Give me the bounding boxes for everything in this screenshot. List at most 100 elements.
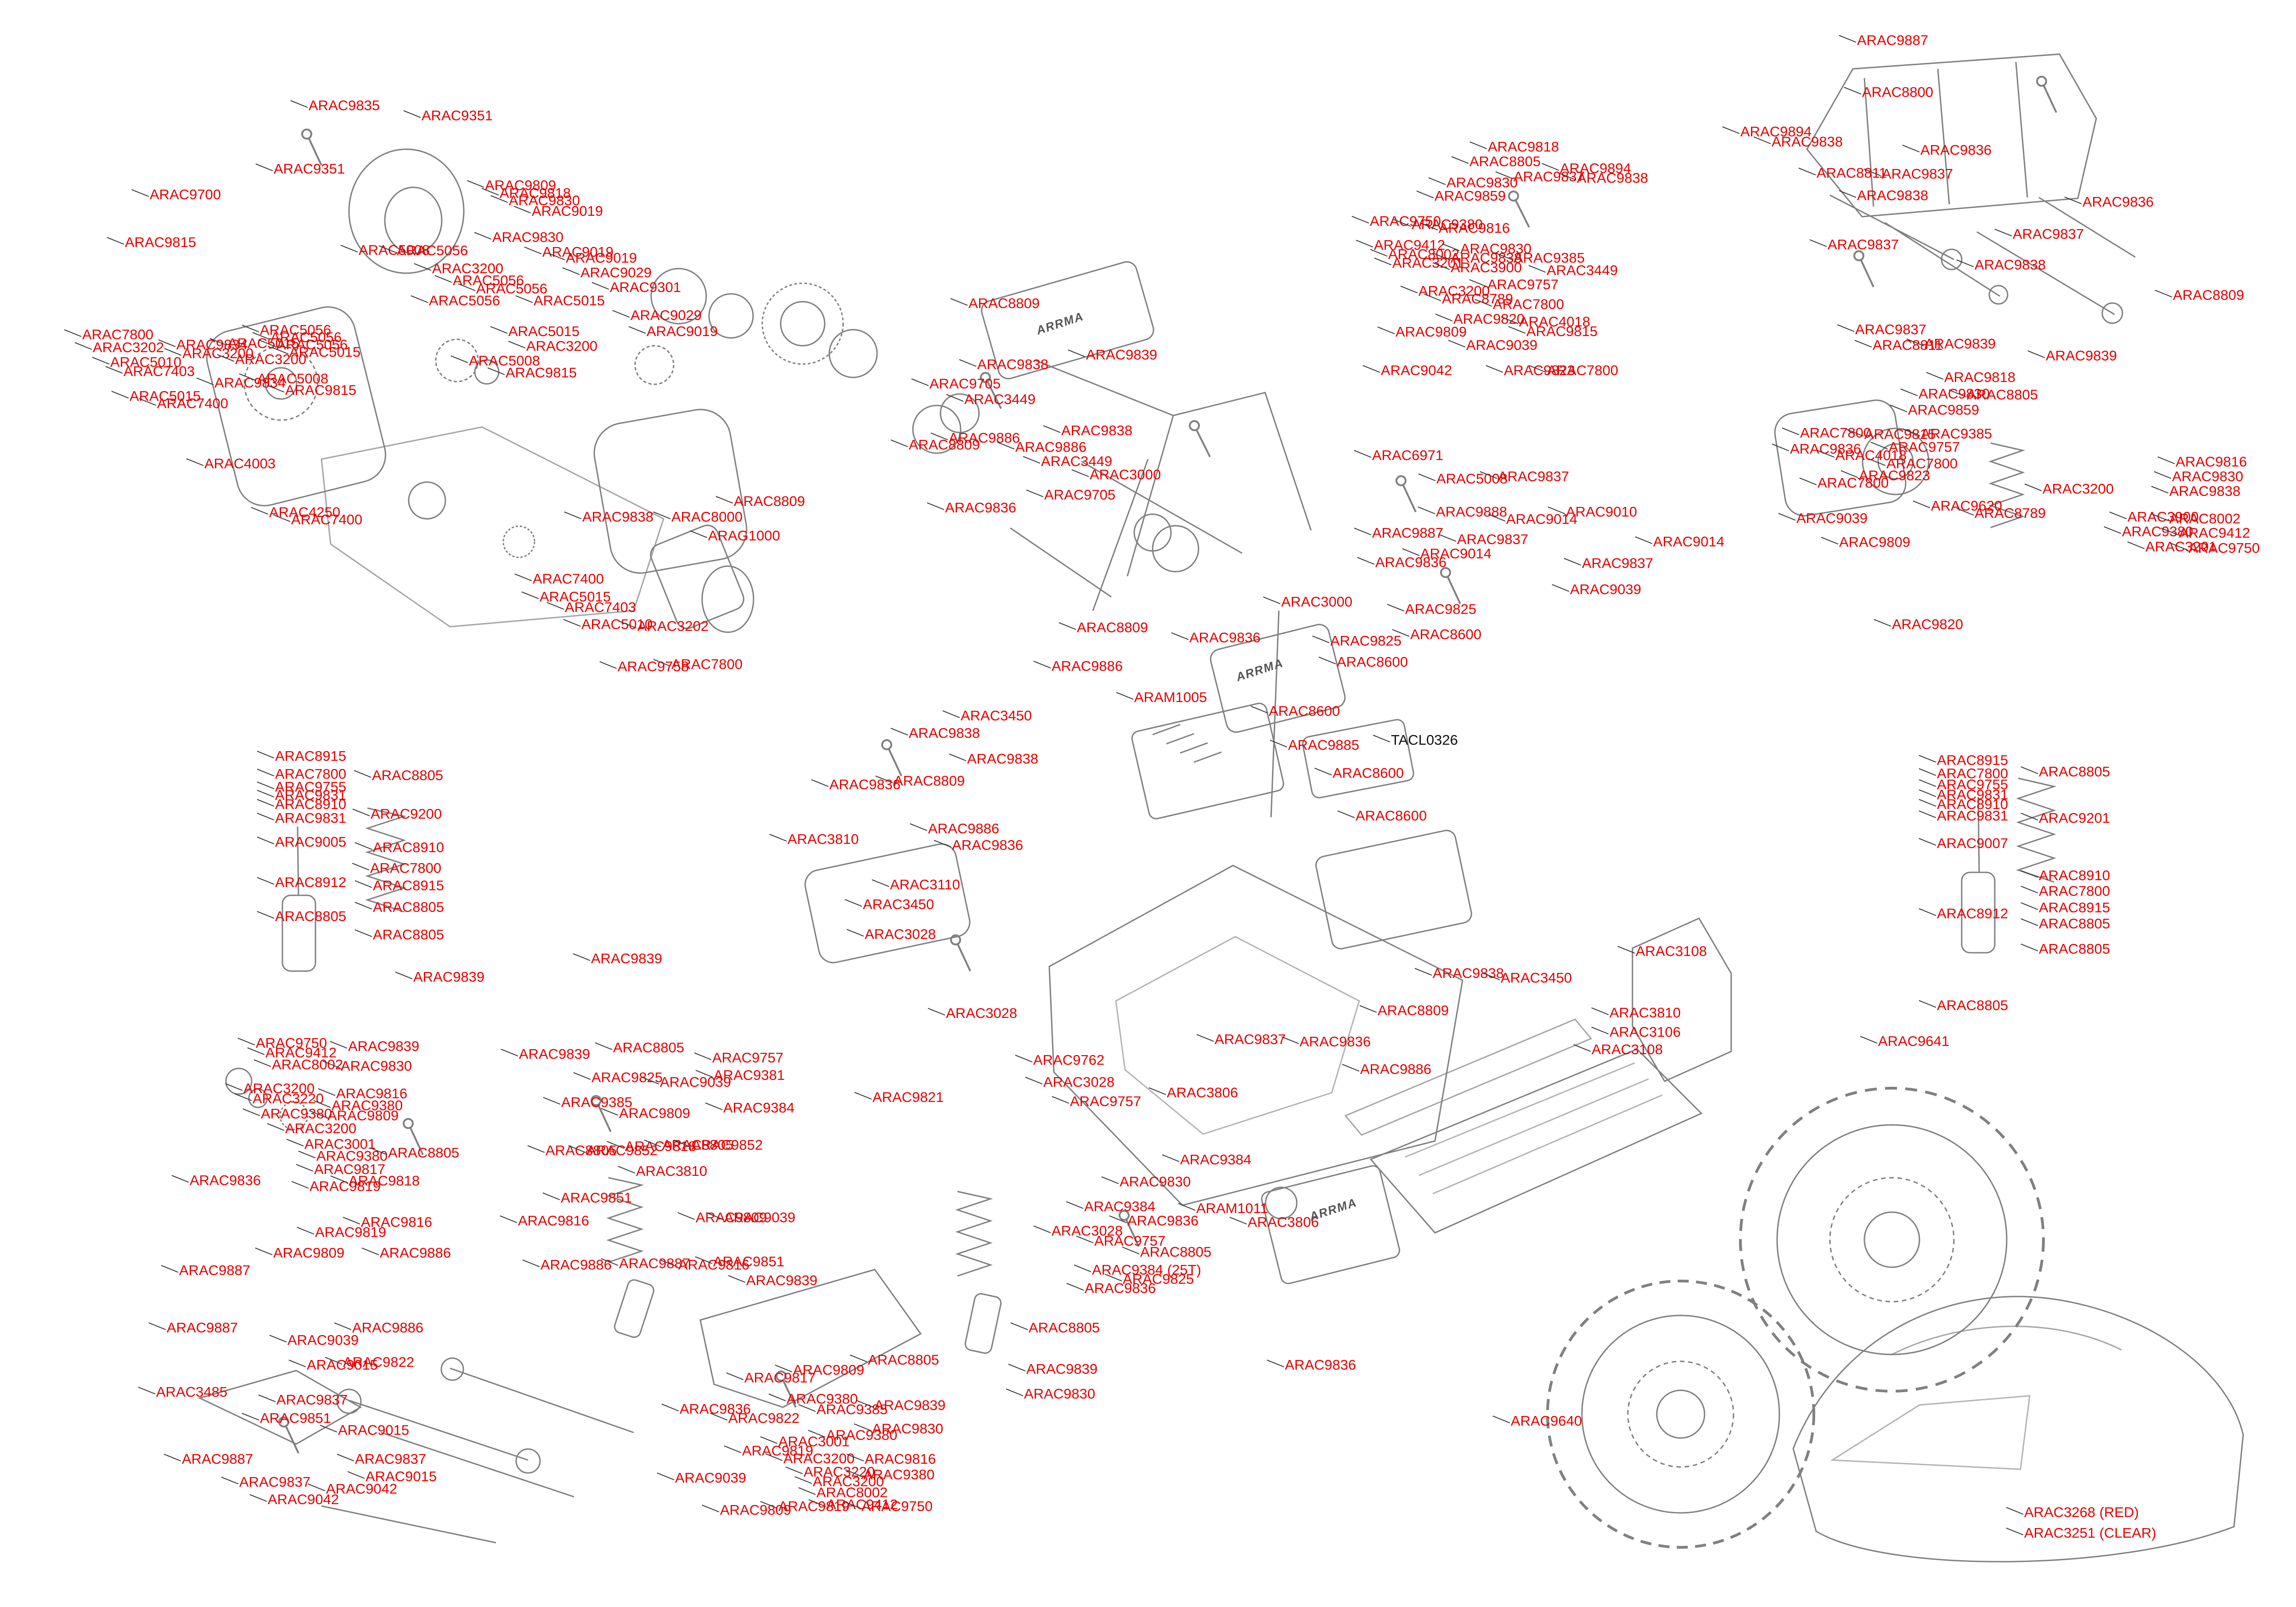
part-label: ARAC9750 (2189, 540, 2260, 556)
part-label: ARAC9886 (928, 820, 1000, 837)
part-label: ARAC3449 (1547, 262, 1618, 278)
part-label: ARAC3450 (961, 708, 1032, 724)
part-label: ARAC3106 (1609, 1024, 1681, 1040)
part-label: ARAC9836 (680, 1401, 751, 1417)
part-label: ARAC8805 (2039, 916, 2110, 932)
part-label: ARAC9757 (1070, 1093, 1142, 1109)
sketch-right-spring (2016, 777, 2057, 883)
part-label: ARAC9838 (1433, 965, 1504, 981)
part-label: ARAC9837 (1457, 531, 1529, 547)
part-label: ARAC9818 (1944, 369, 2016, 385)
part-label: ARAC8915 (2039, 899, 2110, 916)
sketch-gearbox-half-left (206, 306, 387, 506)
part-label: ARAC9837 (1828, 236, 1899, 253)
sketch-tire-rear (1739, 1087, 2045, 1393)
part-label: ARAC3450 (1501, 970, 1572, 986)
part-label: ARAC9830 (341, 1058, 412, 1074)
sketch-esc (1131, 702, 1284, 820)
part-label: ARAG1000 (708, 528, 780, 544)
part-label: ARAC3220 (253, 1090, 324, 1107)
part-label: ARAC8805 (372, 767, 444, 783)
part-label: ARAC9039 (724, 1209, 796, 1225)
sketch-bumper (197, 1370, 362, 1445)
part-label: ARAC9821 (872, 1089, 944, 1105)
sketch-top-plate (981, 261, 1154, 380)
sketch-shock-bl (606, 1177, 644, 1263)
part-label: ARAC9838 (582, 509, 654, 525)
part-label: ARAC9820 (1892, 616, 1964, 632)
part-label: ARAC8809 (968, 295, 1040, 311)
part-label: ARAC9836 (1375, 554, 1447, 570)
part-label: ARAC3449 (964, 391, 1036, 407)
part-label: ARAC9005 (275, 834, 347, 850)
part-label: ARAC9839 (746, 1272, 818, 1288)
sketch-tire-front (1546, 1280, 1815, 1549)
part-label: ARAC9836 (1127, 1213, 1199, 1229)
part-label: ARAC9836 (1285, 1357, 1356, 1373)
part-label: ARAC9380 (826, 1427, 898, 1443)
part-label: ARAC8809 (1077, 619, 1148, 635)
part-label: ARAC9201 (2039, 810, 2110, 826)
part-label: ARAC3202 (93, 339, 164, 355)
part-label: ARAC9384 (723, 1100, 795, 1116)
part-label: ARAC9019 (532, 203, 603, 219)
part-label: ARAC9887 (182, 1451, 253, 1467)
part-label: ARAC5008 (469, 353, 540, 369)
part-label: ARAC9838 (1975, 257, 2046, 273)
sketch-gear-cover (348, 148, 465, 274)
part-label: ARAC9837 (2013, 226, 2084, 242)
part-label: ARAC9816 (865, 1451, 936, 1467)
part-label: ARAC9815 (125, 234, 197, 250)
part-label: ARAC9815 (285, 382, 357, 398)
part-label: ARAC9823 (1859, 467, 1930, 483)
arrma-logo-text: ARRMA (1234, 656, 1285, 684)
part-label: ARAC8915 (373, 877, 445, 893)
part-label: ARAC9838 (2169, 483, 2241, 499)
part-label: ARAC9705 (1044, 487, 1116, 503)
part-label: ARAC8805 (373, 927, 445, 943)
part-label: ARAC9039 (1796, 510, 1868, 526)
part-label: ARAC7800 (1800, 425, 1872, 441)
sketch-skid-plate (804, 843, 971, 964)
part-label: ARAC9831 (1937, 808, 2009, 824)
sketch-chassis (1048, 865, 1463, 1206)
part-label: ARAM1011 (1196, 1200, 1268, 1216)
part-label: ARAC9825 (1405, 601, 1477, 617)
part-label: ARAC9836 (952, 837, 1024, 853)
part-label: ARAC6971 (1372, 447, 1444, 463)
sketch-motor (650, 524, 744, 629)
part-label: ARAC9886 (540, 1257, 612, 1273)
part-label: ARAC7403 (565, 599, 636, 615)
part-label: ARAC9836 (945, 500, 1017, 516)
part-label: ARAC9815 (1526, 323, 1598, 339)
part-label: ARAC9830 (1024, 1386, 1096, 1402)
sketch-receiver-box (1315, 830, 1472, 950)
part-label: ARAC9838 (909, 725, 980, 741)
part-label: ARAC9839 (348, 1038, 420, 1054)
sketch-wing (1806, 53, 2097, 218)
part-label: ARAC8800 (1862, 84, 1934, 100)
part-label: ARAC7800 (1493, 296, 1564, 312)
part-label: ARAC9757 (712, 1050, 784, 1066)
part-label: ARAC9830 (1919, 386, 1990, 402)
part-label: ARAC9831 (275, 810, 347, 826)
part-label: ARAC8805 (613, 1039, 685, 1056)
part-label: ARAC3028 (1043, 1074, 1115, 1090)
part-label: ARAC8600 (1337, 654, 1408, 670)
part-label: ARAC9836 (1085, 1280, 1156, 1296)
part-label: ARAC3108 (1592, 1041, 1663, 1057)
part-label: ARAC9886 (380, 1245, 451, 1261)
part-label: ARAC9851 (713, 1253, 785, 1270)
part-label: ARAC3900 (1451, 259, 1522, 275)
part-label: ARAC7800 (370, 860, 442, 876)
part-label: ARAC8000 (671, 509, 743, 525)
part-label: ARAC9200 (371, 806, 442, 822)
part-label: ARAC8600 (1356, 808, 1427, 824)
part-label: ARAC9886 (1015, 439, 1087, 455)
part-label: ARAC9839 (519, 1046, 591, 1062)
part-label: ARAC9809 (619, 1105, 691, 1121)
part-label: ARAC9887 (167, 1320, 238, 1336)
part-label: ARAC9837 (1498, 468, 1570, 484)
part-label: ARAM1005 (1134, 689, 1207, 705)
